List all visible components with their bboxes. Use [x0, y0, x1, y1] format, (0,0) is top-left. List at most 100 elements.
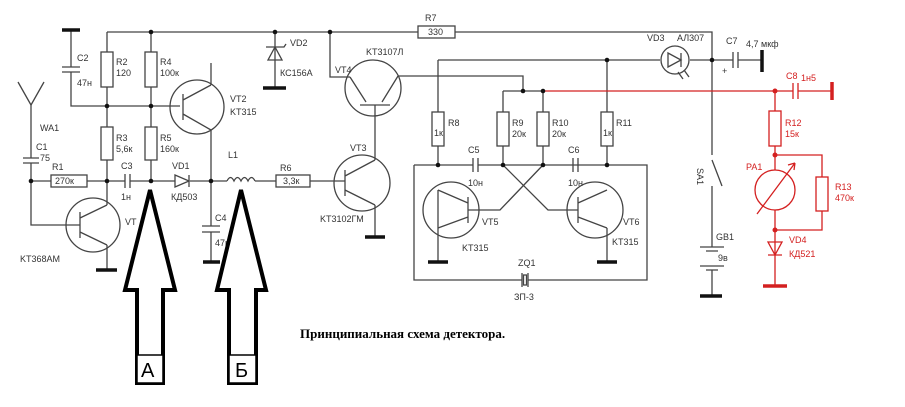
svg-text:C7: C7 [726, 36, 738, 46]
svg-text:КС156А: КС156А [280, 68, 313, 78]
ground-symbols [62, 28, 834, 298]
arrow-b: Б [214, 189, 269, 385]
svg-text:КД521: КД521 [789, 249, 815, 259]
capacitor-c6 [572, 158, 579, 172]
svg-text:VT4: VT4 [335, 65, 352, 75]
resistor-r4 [144, 51, 158, 88]
inductor-l1 [226, 176, 256, 183]
svg-text:ZQ1: ZQ1 [518, 258, 536, 268]
svg-text:R3: R3 [116, 133, 128, 143]
svg-text:R6: R6 [280, 163, 292, 173]
svg-text:VD3: VD3 [647, 33, 665, 43]
svg-text:5,6к: 5,6к [116, 144, 133, 154]
capacitor-c1 [23, 157, 39, 164]
svg-text:R1: R1 [52, 162, 64, 172]
capacitor-c4 [202, 225, 220, 233]
svg-text:C8: C8 [786, 71, 798, 81]
svg-text:Б: Б [235, 360, 248, 382]
capacitor-c3 [124, 174, 131, 188]
svg-text:R9: R9 [512, 118, 524, 128]
resistor-r2 [100, 51, 114, 88]
svg-text:R4: R4 [160, 57, 172, 67]
svg-text:20к: 20к [552, 129, 566, 139]
svg-text:VD4: VD4 [789, 235, 807, 245]
svg-text:R2: R2 [116, 57, 128, 67]
svg-text:1к: 1к [603, 128, 612, 138]
resistor-r1 [50, 174, 88, 188]
zener-vd2 [266, 43, 287, 61]
svg-text:VD1: VD1 [172, 161, 190, 171]
svg-text:C6: C6 [568, 145, 580, 155]
transistor-vt1 [65, 197, 121, 253]
resistors [50, 25, 829, 212]
svg-text:KT368AM: KT368AM [20, 254, 60, 264]
transistor-vt5 [422, 181, 480, 239]
antenna-icon [17, 81, 45, 107]
transistor-vt2 [169, 79, 225, 135]
svg-text:15к: 15к [785, 129, 799, 139]
svg-text:R10: R10 [552, 118, 569, 128]
svg-text:VT2: VT2 [230, 94, 247, 104]
resistor-r9 [496, 111, 510, 147]
svg-text:1н5: 1н5 [801, 73, 816, 83]
junctions [28, 29, 778, 233]
svg-text:9в: 9в [718, 253, 728, 263]
svg-text:VT3: VT3 [350, 143, 367, 153]
svg-text:270к: 270к [55, 176, 74, 186]
svg-text:160к: 160к [160, 144, 179, 154]
svg-text:R13: R13 [835, 182, 852, 192]
svg-text:75: 75 [40, 153, 50, 163]
svg-text:PA1: PA1 [746, 162, 762, 172]
transistors [65, 59, 624, 253]
resistor-r11 [600, 111, 614, 147]
svg-text:1к: 1к [434, 128, 443, 138]
svg-text:C5: C5 [468, 145, 480, 155]
resistor-r8 [431, 111, 445, 147]
capacitor-c7 [732, 52, 739, 68]
transistor-vt6 [566, 181, 624, 239]
svg-text:KT315: KT315 [612, 237, 639, 247]
svg-text:ЗП-3: ЗП-3 [514, 292, 534, 302]
svg-text:C4: C4 [215, 213, 227, 223]
svg-text:3,3к: 3,3к [283, 176, 300, 186]
svg-text:C3: C3 [121, 161, 133, 171]
svg-text:C2: C2 [77, 53, 89, 63]
resistor-r5 [144, 126, 158, 161]
svg-text:20к: 20к [512, 129, 526, 139]
svg-text:100к: 100к [160, 68, 179, 78]
resistor-r7 [417, 25, 456, 39]
svg-text:R7: R7 [425, 13, 437, 23]
svg-text:120: 120 [116, 68, 131, 78]
svg-text:VT6: VT6 [623, 217, 640, 227]
svg-text:R11: R11 [616, 118, 632, 128]
svg-text:L1: L1 [228, 150, 238, 160]
svg-text:VT5: VT5 [482, 217, 499, 227]
capacitor-c5 [472, 158, 479, 172]
svg-text:SA1: SA1 [695, 168, 705, 185]
battery-gb1 [700, 246, 724, 271]
resistor-r6 [275, 174, 311, 188]
svg-text:10н: 10н [468, 178, 483, 188]
svg-text:R8: R8 [448, 118, 460, 128]
svg-text:KT3102ГМ: KT3102ГМ [320, 214, 364, 224]
arrow-a: А [122, 189, 178, 385]
svg-text:WA1: WA1 [40, 123, 59, 133]
svg-text:R12: R12 [785, 118, 802, 128]
resistor-r3 [100, 126, 114, 161]
resistor-r13 [815, 176, 829, 212]
led-vd3 [660, 45, 690, 80]
diagram-caption: Принципиальная схема детектора. [300, 326, 505, 341]
svg-text:KT3107Л: KT3107Л [366, 47, 404, 57]
resistor-r10 [536, 111, 550, 147]
svg-text:C1: C1 [36, 142, 48, 152]
diode-vd4 [766, 241, 784, 257]
svg-text:VT: VT [125, 217, 137, 227]
meter-pa1 [754, 162, 796, 215]
svg-text:КД503: КД503 [171, 192, 197, 202]
svg-text:1н: 1н [121, 192, 131, 202]
svg-text:47к: 47к [215, 238, 229, 248]
svg-text:АЛ307: АЛ307 [677, 33, 704, 43]
diode-vd1 [174, 174, 191, 188]
svg-text:R5: R5 [160, 133, 172, 143]
